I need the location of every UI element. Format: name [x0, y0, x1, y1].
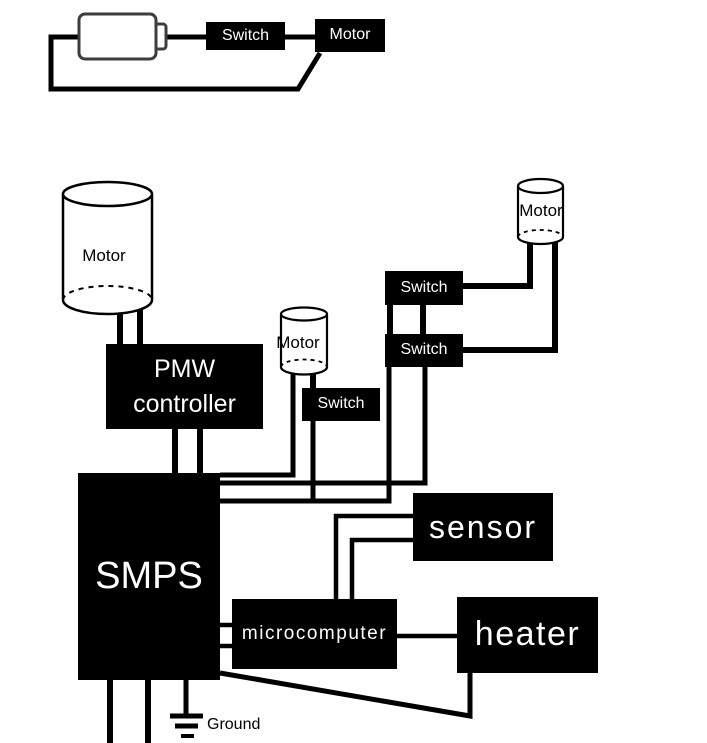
ground-label: Ground	[207, 716, 261, 733]
pmw-controller-label-line2: controller	[133, 389, 236, 418]
motor-top-label: Motor	[329, 26, 371, 44]
switch-right-lower-box: Switch	[385, 334, 463, 367]
motor-center-cylinder-icon	[279, 306, 329, 376]
pmw-controller-box: PMW controller	[106, 344, 263, 429]
motor-right-cylinder-icon	[516, 177, 565, 246]
switch-top-box: Switch	[206, 22, 285, 50]
ground-icon	[170, 680, 203, 738]
microcomputer-box: microcomputer	[232, 599, 397, 669]
wire-smps-feeds	[220, 366, 428, 504]
smps-box: SMPS	[78, 473, 220, 680]
heater-box: heater	[457, 597, 598, 673]
switch-right-lower-label: Switch	[400, 341, 448, 359]
switch-top-label: Switch	[221, 26, 270, 44]
wire-top-circuit	[48, 34, 323, 92]
switch-center-label: Switch	[317, 395, 365, 413]
pmw-controller-label-line1: PMW	[153, 355, 216, 383]
motor-top-box: Motor	[315, 19, 385, 52]
switch-right-upper-box: Switch	[385, 271, 463, 305]
wire-middle-section	[117, 236, 558, 475]
battery-icon	[77, 12, 168, 61]
motor-right-label: Motor	[519, 201, 563, 220]
switch-right-upper-label: Switch	[400, 278, 448, 296]
sensor-label: sensor	[428, 508, 538, 545]
sensor-box: sensor	[413, 493, 553, 561]
microcomputer-label: microcomputer	[241, 623, 388, 645]
motor-left-label: Motor	[82, 246, 126, 265]
motor-left-cylinder-icon	[61, 180, 154, 316]
heater-label: heater	[474, 615, 581, 654]
switch-center-box: Switch	[302, 388, 380, 421]
motor-center-label: Motor	[276, 333, 320, 352]
smps-label: SMPS	[95, 554, 203, 597]
wire-lower-section	[107, 513, 473, 743]
